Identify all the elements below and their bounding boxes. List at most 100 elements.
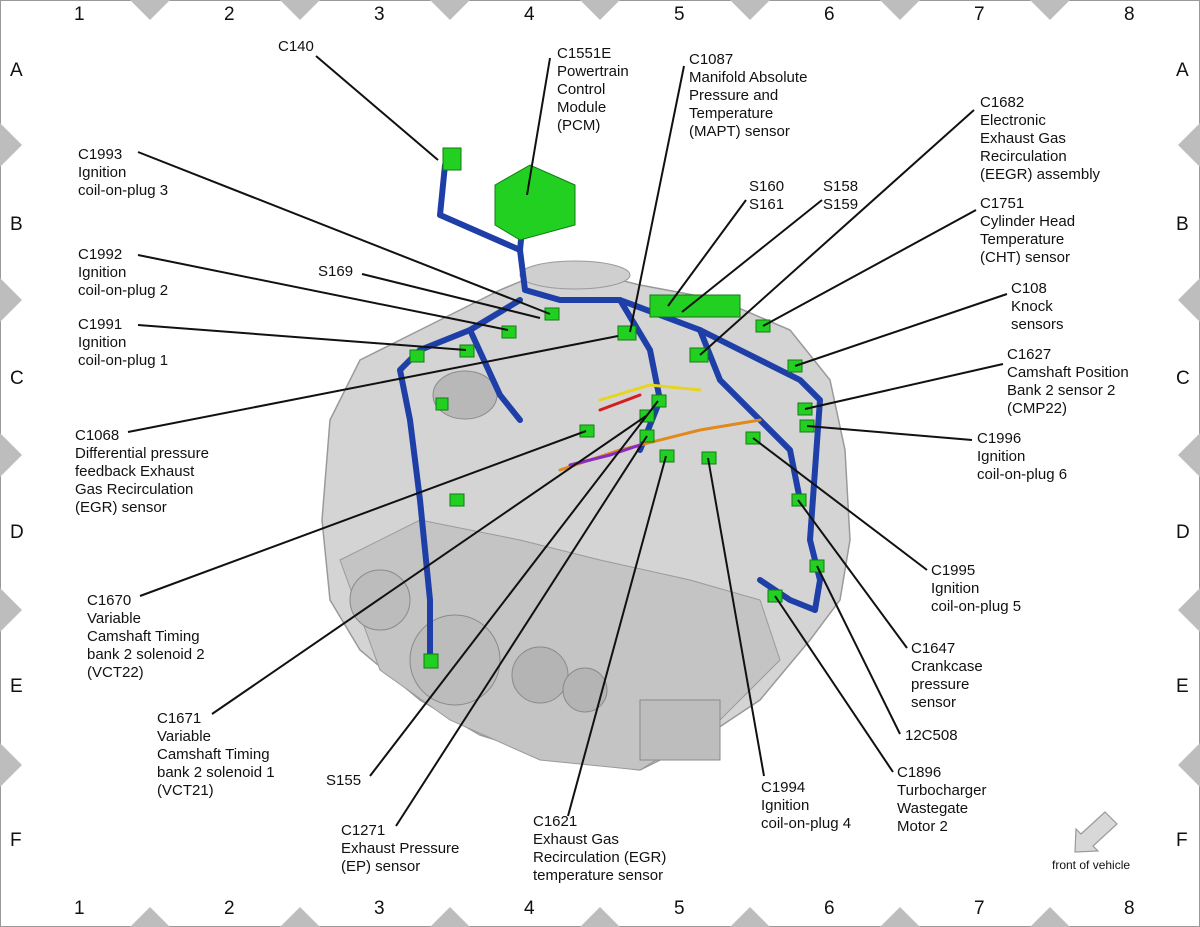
leader-line-c1996 — [806, 425, 973, 441]
label-c1994: C1994 Ignition coil-on-plug 4 — [761, 779, 852, 832]
zone-marker-top — [280, 0, 320, 20]
row-label-b: B — [10, 214, 23, 235]
leader-line-c1647 — [797, 499, 908, 649]
oil-pan — [639, 699, 721, 761]
harness-center — [617, 297, 663, 453]
leader-line-c108 — [794, 293, 1008, 367]
leader-line-c1751 — [762, 209, 977, 327]
col-label-bottom-4: 4 — [524, 898, 535, 919]
label-c108: C108 Knock sensors — [1011, 280, 1064, 333]
row-label-right-f: F — [1176, 830, 1188, 851]
engine-illustration — [321, 260, 851, 771]
pcm-module — [494, 164, 576, 241]
connector-c140 — [442, 147, 462, 171]
leader-line-c1068 — [127, 335, 619, 433]
zone-marker-top — [580, 0, 620, 20]
col-label-bottom-5: 5 — [674, 898, 685, 919]
label-12c508: 12C508 — [905, 727, 958, 744]
zone-marker-top — [1030, 0, 1070, 20]
row-label-right-e: E — [1176, 676, 1189, 697]
label-c1993: C1993 Ignition coil-on-plug 3 — [78, 146, 169, 199]
col-label-3: 3 — [374, 4, 385, 25]
col-label-5: 5 — [674, 4, 685, 25]
label-s160: S160 S161 — [749, 178, 785, 213]
col-label-bottom-2: 2 — [224, 898, 235, 919]
label-c1682: C1682 Electronic Exhaust Gas Recirculati… — [980, 94, 1101, 183]
label-c1087: C1087 Manifold Absolute Pressure and Tem… — [689, 51, 808, 140]
front-of-vehicle-label: front of vehicle — [1052, 858, 1131, 872]
zone-marker-left — [0, 278, 22, 322]
label-s155: S155 — [326, 772, 362, 789]
zone-marker-bottom — [280, 907, 320, 927]
leader-line-s160 — [667, 199, 747, 307]
label-c1068: C1068 Differential pressure feedback Exh… — [75, 427, 209, 516]
yellow-tube — [598, 383, 702, 402]
row-label-e: E — [10, 676, 23, 697]
pulley-left — [349, 569, 411, 631]
col-label-4: 4 — [524, 4, 535, 25]
connector-egr — [409, 349, 425, 363]
row-label-c: C — [10, 368, 24, 389]
zone-marker-bottom — [1030, 907, 1070, 927]
leader-line-c1896 — [774, 595, 894, 773]
row-label-a: A — [10, 60, 23, 81]
harness-trunk — [437, 162, 823, 613]
leader-line-s158 — [681, 199, 823, 313]
leader-line-c1995 — [752, 437, 928, 571]
label-s169: S169 — [318, 263, 354, 280]
label-c1621: C1621 Exhaust Gas Recirculation (EGR) te… — [533, 813, 667, 884]
zone-marker-bottom — [730, 907, 770, 927]
zone-marker-right — [1178, 278, 1200, 322]
row-label-d: D — [10, 522, 24, 543]
zone-marker-left — [0, 743, 22, 787]
zone-marker-top — [130, 0, 170, 20]
col-label-6: 6 — [824, 4, 835, 25]
col-label-bottom-8: 8 — [1124, 898, 1135, 919]
label-c1995: C1995 Ignition coil-on-plug 5 — [931, 562, 1022, 615]
label-c1670: C1670 Variable Camshaft Timing bank 2 so… — [87, 592, 205, 681]
row-label-right-b: B — [1176, 214, 1189, 235]
label-c1896: C1896 Turbocharger Wastegate Motor 2 — [897, 764, 987, 835]
row-label-right-d: D — [1176, 522, 1190, 543]
zone-marker-right — [1178, 123, 1200, 167]
col-label-bottom-1: 1 — [74, 898, 85, 919]
zone-marker-top — [730, 0, 770, 20]
leader-line-c1992 — [137, 254, 509, 331]
connector-mapt — [617, 325, 637, 341]
leader-line-c1271 — [395, 435, 648, 827]
label-c1647: C1647 Crankcase pressure sensor — [911, 640, 983, 711]
connector-side — [435, 397, 449, 411]
col-label-bottom-7: 7 — [974, 898, 985, 919]
connector-coil-3 — [544, 307, 560, 321]
label-s158: S158 S159 — [823, 178, 859, 213]
zone-marker-left — [0, 433, 22, 477]
leader-line-s169 — [361, 273, 541, 319]
connector-vct22 — [579, 424, 595, 438]
red-tube — [598, 393, 642, 412]
zone-marker-bottom — [580, 907, 620, 927]
connector-cluster — [649, 294, 741, 318]
purple-tube — [568, 443, 642, 467]
zone-marker-bottom — [430, 907, 470, 927]
zone-marker-right — [1178, 433, 1200, 477]
col-label-2: 2 — [224, 4, 235, 25]
col-label-1: 1 — [74, 4, 85, 25]
leader-lines — [127, 55, 1008, 827]
leader-line-c1621 — [567, 455, 667, 817]
col-label-bottom-6: 6 — [824, 898, 835, 919]
row-label-right-c: C — [1176, 368, 1190, 389]
leader-line-c1994 — [707, 457, 765, 777]
leader-line-c1551e — [526, 57, 551, 196]
connector-coil-1 — [459, 344, 475, 358]
colored-tubes — [558, 383, 762, 472]
row-label-right-a: A — [1176, 60, 1189, 81]
label-c1271: C1271 Exhaust Pressure (EP) sensor — [341, 822, 460, 875]
leader-line-c1993 — [137, 151, 551, 315]
harness-left-bank — [397, 297, 523, 663]
zone-marker-left — [0, 123, 22, 167]
connector-lower-left — [423, 653, 439, 669]
label-c1751: C1751 Cylinder Head Temperature (CHT) se… — [980, 195, 1076, 266]
